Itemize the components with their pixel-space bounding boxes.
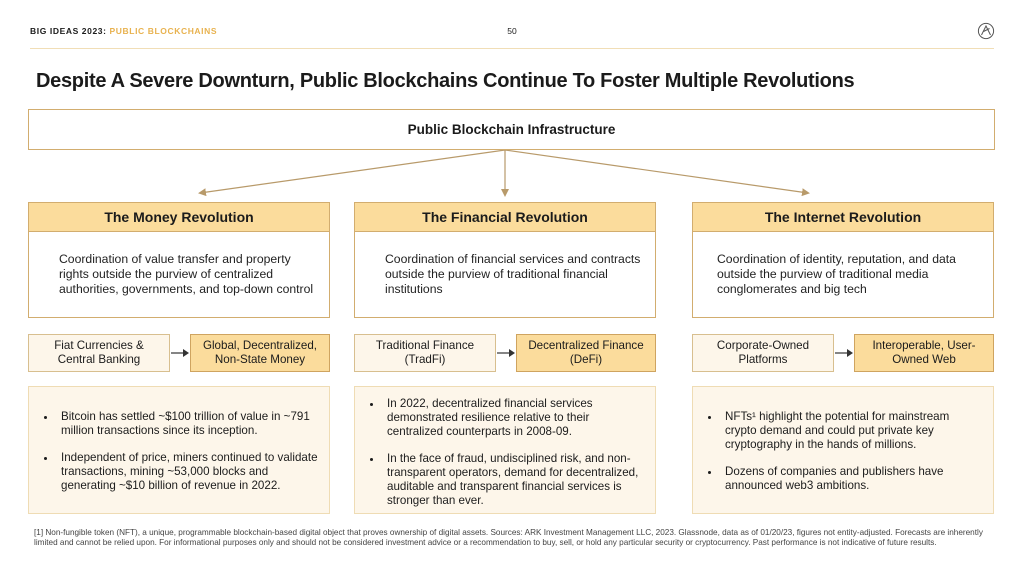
financial-from-line2: (TradFi) (404, 353, 446, 366)
money-from-line1: Fiat Currencies & (54, 339, 144, 352)
connector-arrows (198, 150, 810, 197)
financial-from-box: Traditional Finance(TradFi) (354, 334, 496, 372)
financial-to-line2: (DeFi) (569, 353, 603, 366)
arrow-to-internet (504, 150, 810, 197)
page-number: 50 (507, 26, 517, 36)
financial-bullet-2: In the face of fraud, undisciplined risk… (383, 452, 645, 508)
internet-bullets-panel: NFTs¹ highlight the potential for mainst… (692, 386, 994, 514)
money-transition-arrow (171, 349, 189, 357)
money-to-box: Global, Decentralized,Non-State Money (190, 334, 330, 372)
internet-heading-text: The Internet Revolution (764, 209, 922, 225)
financial-revolution-description: Coordination of financial services and c… (354, 232, 656, 318)
money-revolution-description: Coordination of value transfer and prope… (28, 232, 330, 318)
internet-from-line2: Platforms (738, 353, 788, 366)
financial-revolution-heading: The Financial Revolution (354, 202, 656, 232)
money-from-box: Fiat Currencies &Central Banking (28, 334, 170, 372)
infrastructure-box: Public Blockchain Infrastructure (28, 109, 995, 150)
financial-transition-arrow (497, 349, 515, 357)
internet-bullet-1: NFTs¹ highlight the potential for mainst… (721, 410, 983, 452)
internet-bullet-list: NFTs¹ highlight the potential for mainst… (693, 410, 993, 493)
money-bullet-2: Independent of price, miners continued t… (57, 451, 319, 493)
financial-description-text: Coordination of financial services and c… (385, 252, 641, 296)
money-bullets-panel: Bitcoin has settled ~$100 trillion of va… (28, 386, 330, 514)
money-revolution-heading: The Money Revolution (28, 202, 330, 232)
report-series-label: BIG IDEAS 2023: (30, 26, 107, 36)
internet-to-line1: Interoperable, User- (872, 339, 976, 352)
internet-revolution-description: Coordination of identity, reputation, an… (692, 232, 994, 318)
internet-from-line1: Corporate-Owned (716, 339, 810, 352)
internet-to-line2: Owned Web (892, 353, 956, 366)
financial-to-line1: Decentralized Finance (528, 339, 644, 352)
internet-transition-arrow (835, 349, 853, 357)
internet-revolution-heading: The Internet Revolution (692, 202, 994, 232)
money-to-line2: Non-State Money (214, 353, 306, 366)
internet-to-box: Interoperable, User-Owned Web (854, 334, 994, 372)
financial-from-line1: Traditional Finance (375, 339, 475, 352)
money-bullet-1: Bitcoin has settled ~$100 trillion of va… (57, 410, 319, 438)
money-bullet-list: Bitcoin has settled ~$100 trillion of va… (29, 410, 329, 493)
infrastructure-label: Public Blockchain Infrastructure (407, 122, 616, 137)
internet-description-text: Coordination of identity, reputation, an… (717, 252, 956, 296)
financial-heading-text: The Financial Revolution (422, 209, 588, 225)
money-to-line1: Global, Decentralized, (202, 339, 318, 352)
header-divider (30, 48, 994, 49)
financial-bullet-list: In 2022, decentralized financial service… (355, 397, 655, 508)
financial-bullet-1: In 2022, decentralized financial service… (383, 397, 645, 439)
page-title: Despite A Severe Downturn, Public Blockc… (36, 70, 855, 92)
internet-bullet-2: Dozens of companies and publishers have … (721, 465, 983, 493)
money-heading-text: The Money Revolution (104, 209, 254, 225)
financial-to-box: Decentralized Finance(DeFi) (516, 334, 656, 372)
financial-bullets-panel: In 2022, decentralized financial service… (354, 386, 656, 514)
money-from-line2: Central Banking (57, 353, 141, 366)
money-description-text: Coordination of value transfer and prope… (59, 252, 314, 296)
footnote: [1] Non-fungible token (NFT), a unique, … (34, 528, 983, 547)
ark-logo-icon (977, 22, 995, 40)
arrow-to-money (198, 150, 506, 197)
report-section-label: PUBLIC BLOCKCHAINS (109, 26, 218, 36)
report-header: BIG IDEAS 2023: PUBLIC BLOCKCHAINS (30, 26, 217, 36)
